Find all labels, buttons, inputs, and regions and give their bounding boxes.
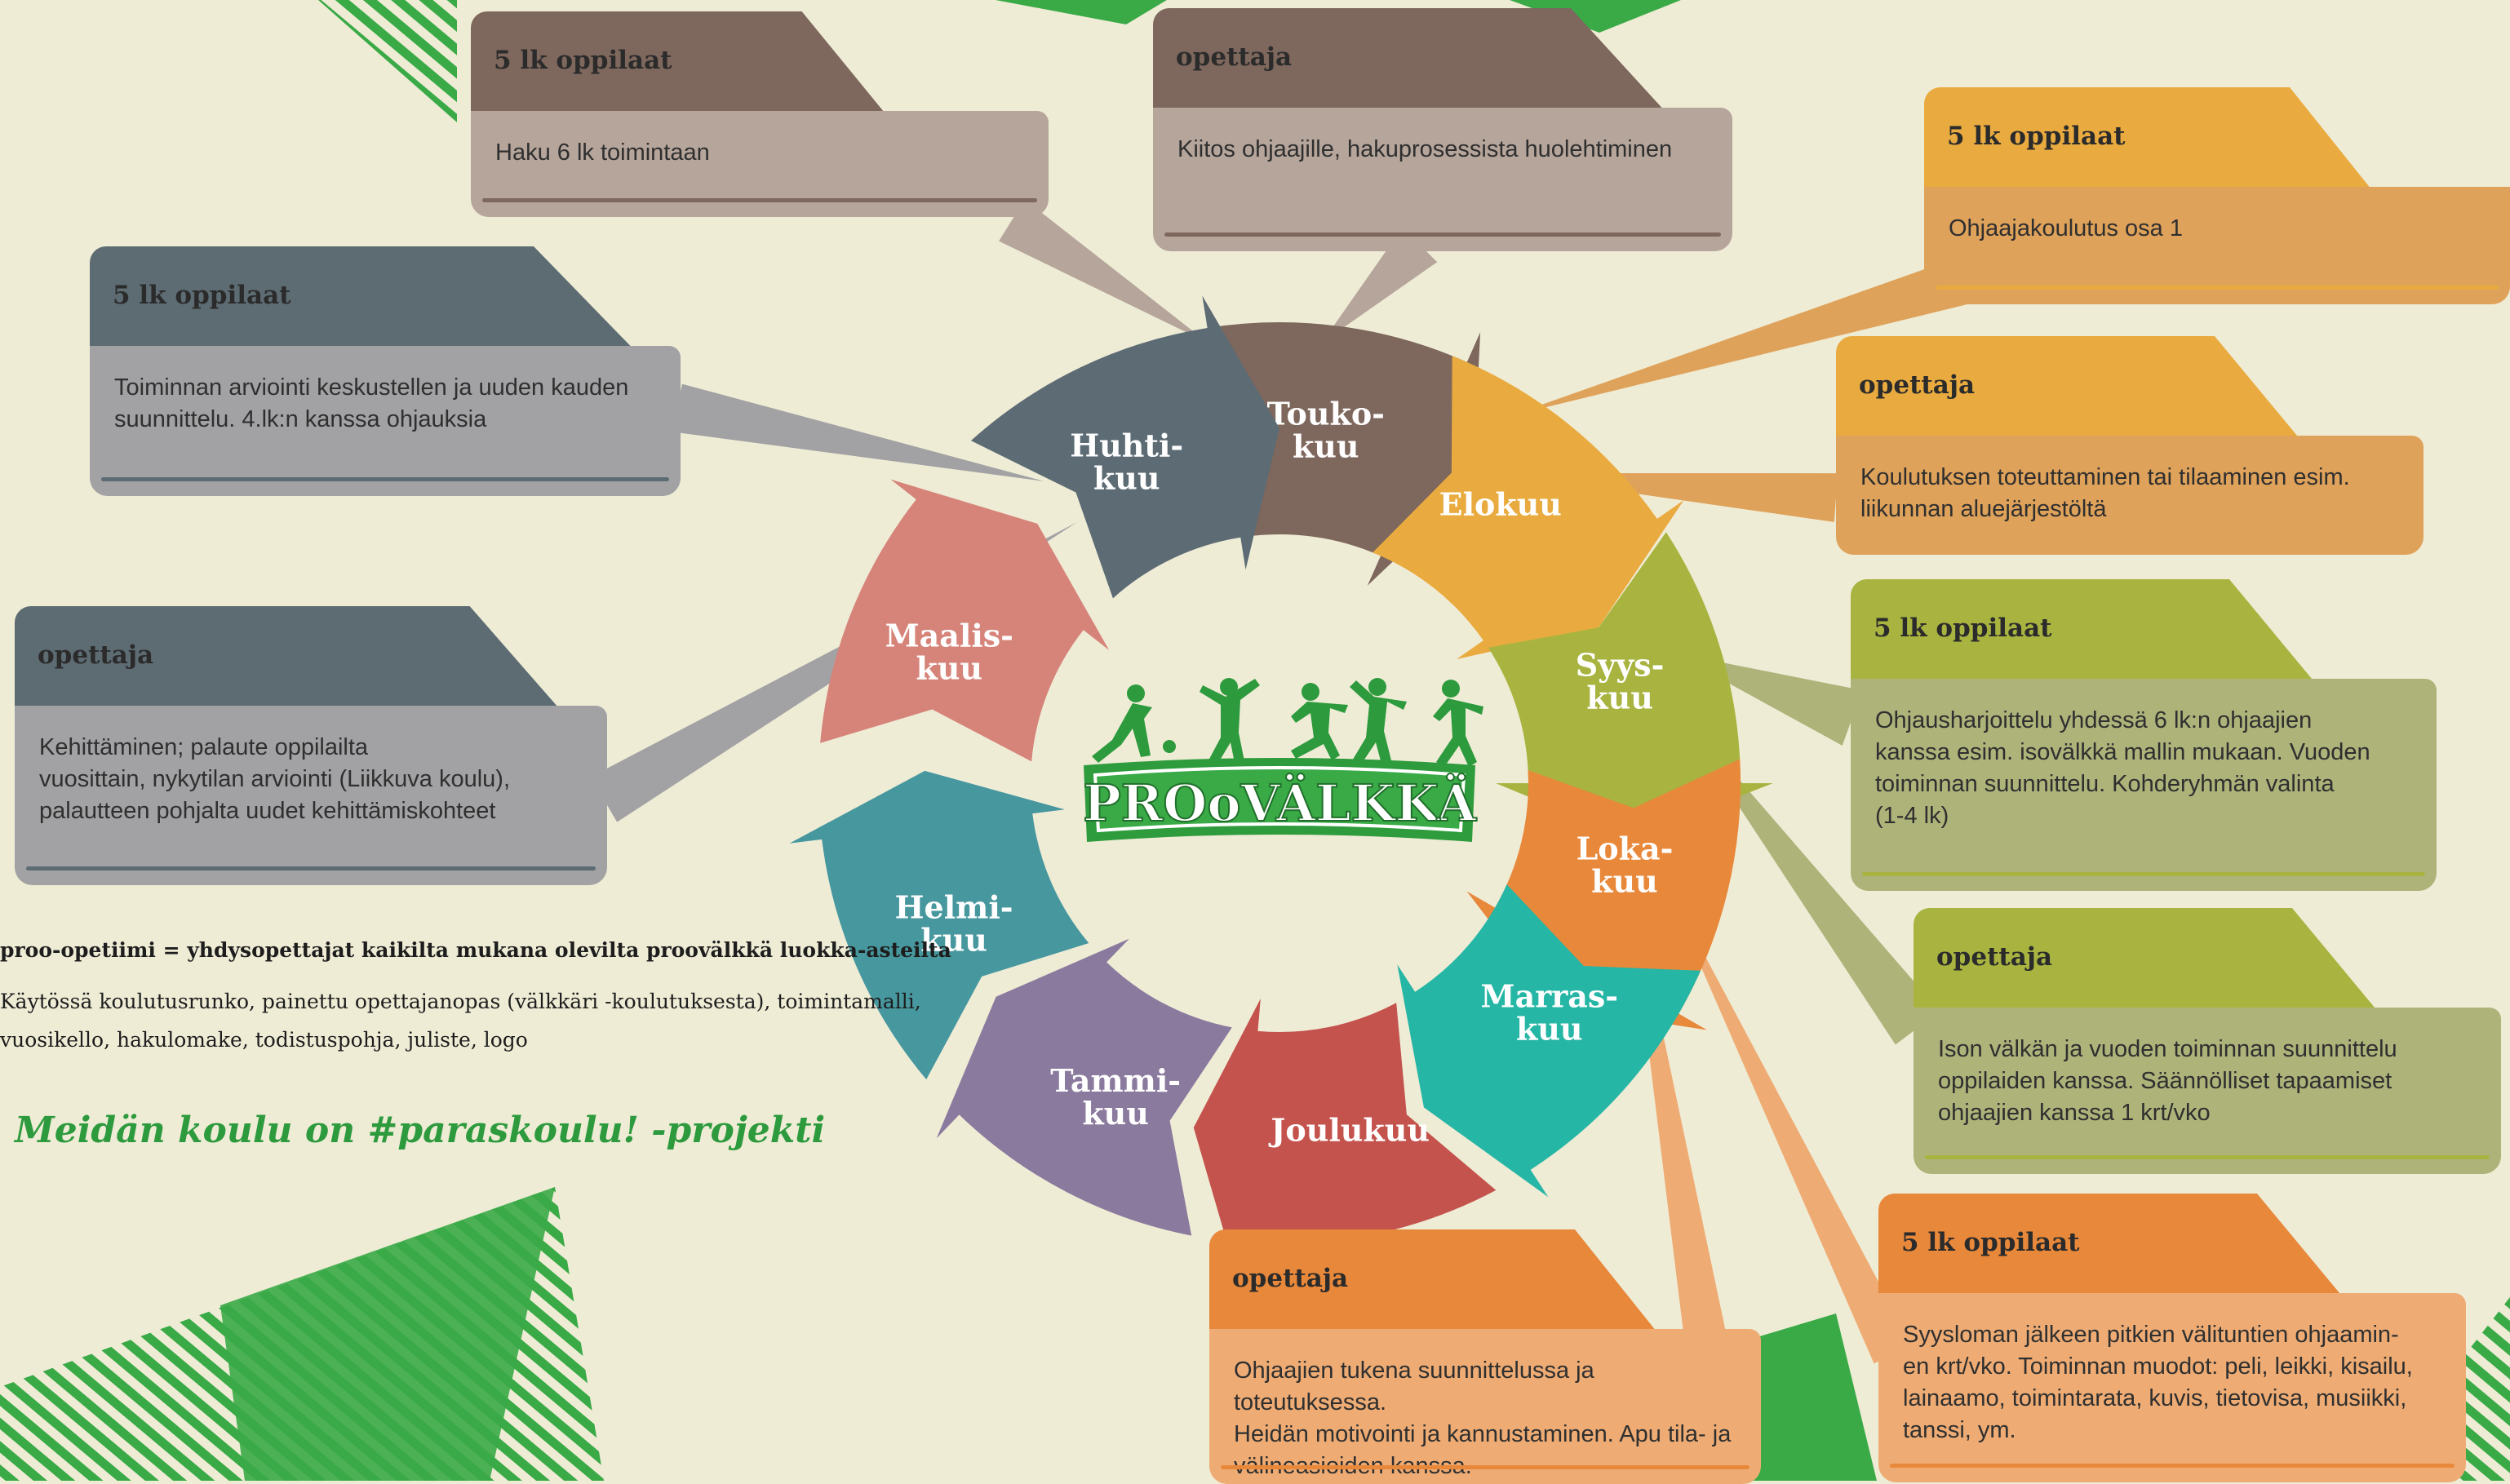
callout-header-tab: 5 lk oppilaat bbox=[90, 246, 645, 361]
month-arrow-huhtikuu bbox=[970, 295, 1279, 599]
callout-header-tab: 5 lk oppilaat bbox=[471, 11, 895, 126]
callout-pointer bbox=[999, 199, 1208, 343]
month-cycle: Touko-kuuElokuuSyys-kuuLoka-kuuMarras-ku… bbox=[789, 295, 1773, 1275]
callout-elokuu-oppilaat: 5 lk oppilaat Ohjaajakoulutus osa 1 bbox=[1924, 87, 2510, 304]
month-label-tammikuu: Tammi-kuu bbox=[1050, 1062, 1181, 1132]
callout-huhtikuu-oppilaat: 5 lk oppilaat Toiminnan arviointi keskus… bbox=[90, 246, 681, 496]
callout-pointer bbox=[1656, 865, 1913, 1364]
callout-text: Ohjaajien tukena suunnittelussa ja toteu… bbox=[1234, 1358, 1732, 1479]
callout-header: opettaja bbox=[1936, 942, 2053, 972]
callout-text: Kiitos ohjaajille, hakuprosessista huole… bbox=[1177, 136, 1673, 162]
callout-pointer bbox=[1510, 254, 1982, 416]
callout-lokakuu-oppilaat: 5 lk oppilaat Syysloman jälkeen pitkien … bbox=[1878, 1194, 2466, 1482]
project-title: Meidän koulu on #paraskoulu! -projekti bbox=[15, 1110, 826, 1151]
callout-header: opettaja bbox=[1232, 1264, 1349, 1293]
callout-text: Ison välkän ja vuoden toiminnan suunnitt… bbox=[1938, 1036, 2397, 1126]
logo-text: PROoVÄLKKÄ bbox=[1083, 773, 1477, 833]
callout-text: Toiminnan arviointi keskustellen ja uude… bbox=[114, 374, 629, 432]
callout-text: Ohjaajakoulutus osa 1 bbox=[1949, 215, 2183, 241]
callout-text: Syysloman jälkeen pitkien välituntien oh… bbox=[1903, 1322, 2413, 1443]
month-label-toukokuu: Touko-kuu bbox=[1267, 396, 1385, 465]
callout-box: Toiminnan arviointi keskustellen ja uude… bbox=[90, 346, 681, 496]
callout-toukokuu-opettaja: opettaja Kiitos ohjaajille, hakuprosessi… bbox=[1153, 8, 1732, 251]
figures-icon bbox=[1092, 678, 1483, 767]
month-arrow-marraskuu bbox=[1397, 884, 1701, 1198]
month-label-lokakuu: Loka-kuu bbox=[1577, 831, 1674, 900]
month-arrow-tammikuu bbox=[936, 938, 1232, 1236]
month-label-elokuu: Elokuu bbox=[1439, 486, 1562, 523]
callout-header-tab: opettaja bbox=[15, 606, 570, 720]
callout-box: Ohjausharjoittelu yhdessä 6 lk:n ohjaaji… bbox=[1851, 679, 2437, 891]
callout-header: 5 lk oppilaat bbox=[1874, 614, 2052, 643]
callout-text: Koulutuksen toteuttaminen tai tilaaminen… bbox=[1860, 464, 2350, 522]
callout-header-tab: opettaja bbox=[1836, 336, 2309, 450]
callout-header: opettaja bbox=[1859, 370, 1976, 400]
callout-header: 5 lk oppilaat bbox=[494, 46, 672, 75]
month-label-maaliskuu: Maalis-kuu bbox=[885, 618, 1013, 687]
callout-box: Syysloman jälkeen pitkien välituntien oh… bbox=[1878, 1293, 2466, 1482]
callout-header: opettaja bbox=[38, 640, 154, 670]
callout-syyskuu-opettaja: opettaja Ison välkän ja vuoden toiminnan… bbox=[1914, 908, 2501, 1174]
callout-header: 5 lk oppilaat bbox=[113, 281, 291, 310]
callout-maaliskuu-opettaja: opettaja Kehittäminen; palaute oppilailt… bbox=[15, 606, 607, 885]
proovalkka-logo: PROoVÄLKKÄ bbox=[1082, 678, 1483, 842]
callout-box: Koulutuksen toteuttaminen tai tilaaminen… bbox=[1836, 436, 2424, 555]
month-arrow-elokuu bbox=[1373, 356, 1684, 660]
callout-header-tab: opettaja bbox=[1209, 1229, 1666, 1344]
callout-text: Ohjausharjoittelu yhdessä 6 lk:n ohjaaji… bbox=[1875, 707, 2370, 829]
callout-box: Ohjaajakoulutus osa 1 bbox=[1924, 187, 2510, 304]
callout-lokakuu-opettaja: opettaja Ohjaajien tukena suunnittelussa… bbox=[1209, 1229, 1761, 1484]
callout-box: Kiitos ohjaajille, hakuprosessista huole… bbox=[1153, 108, 1732, 251]
callout-header-tab: opettaja bbox=[1153, 8, 1675, 122]
month-arrow-maaliskuu bbox=[820, 479, 1110, 762]
month-label-syyskuu: Syys-kuu bbox=[1576, 646, 1665, 715]
callout-pointer bbox=[672, 383, 1044, 481]
note-materials-line2: vuosikello, hakulomake, todistuspohja, j… bbox=[0, 1028, 528, 1052]
callout-header: 5 lk oppilaat bbox=[1947, 122, 2126, 151]
callout-box: Haku 6 lk toimintaan bbox=[471, 111, 1049, 217]
callout-header-tab: 5 lk oppilaat bbox=[1878, 1194, 2352, 1308]
callout-box: Ison välkän ja vuoden toiminnan suunnitt… bbox=[1914, 1008, 2501, 1174]
month-label-huhtikuu: Huhti-kuu bbox=[1070, 427, 1183, 496]
callout-header-tab: opettaja bbox=[1914, 908, 2387, 1022]
callout-elokuu-opettaja: opettaja Koulutuksen toteuttaminen tai t… bbox=[1836, 336, 2424, 555]
callout-header: 5 lk oppilaat bbox=[1901, 1228, 2080, 1257]
callout-header-tab: 5 lk oppilaat bbox=[1851, 579, 2324, 693]
month-arrow-syyskuu bbox=[1488, 532, 1773, 839]
callout-pointer bbox=[1322, 227, 1438, 343]
callout-header: opettaja bbox=[1176, 42, 1293, 72]
month-arrow-helmikuu bbox=[789, 770, 1089, 1080]
callout-box: Kehittäminen; palaute oppilailta vuositt… bbox=[15, 706, 607, 885]
note-proo-opetiimi: proo-opetiimi = yhdysopettajat kaikilta … bbox=[0, 938, 951, 962]
callout-header-tab: 5 lk oppilaat bbox=[1924, 87, 2381, 202]
callout-text: Haku 6 lk toimintaan bbox=[495, 140, 710, 166]
month-label-helmikuu: Helmi-kuu bbox=[895, 888, 1013, 958]
callout-box: Ohjaajien tukena suunnittelussa ja toteu… bbox=[1209, 1329, 1761, 1484]
month-label-joulukuu: Joulukuu bbox=[1268, 1111, 1430, 1148]
callout-toukokuu-oppilaat: 5 lk oppilaat Haku 6 lk toimintaan bbox=[471, 11, 1049, 224]
month-label-marraskuu: Marras-kuu bbox=[1481, 978, 1619, 1048]
callout-text: Kehittäminen; palaute oppilailta vuositt… bbox=[39, 734, 511, 824]
callout-syyskuu-oppilaat: 5 lk oppilaat Ohjausharjoittelu yhdessä … bbox=[1851, 579, 2437, 891]
month-arrow-joulukuu bbox=[1193, 998, 1497, 1275]
note-materials-line1: Käytössä koulutusrunko, painettu opettaj… bbox=[0, 990, 921, 1013]
